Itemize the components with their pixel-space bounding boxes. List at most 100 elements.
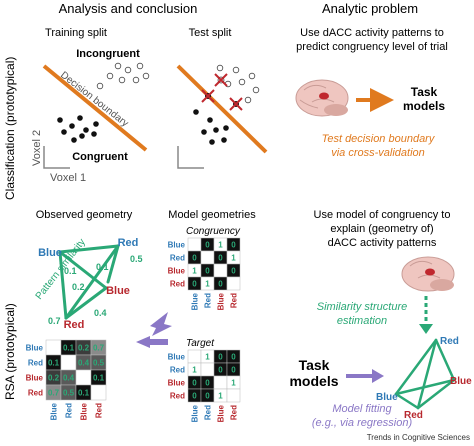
similarity-estimation-2: estimation xyxy=(337,315,387,327)
target-matrix-cell-value: 1 xyxy=(218,392,223,401)
congruency-matrix-cell xyxy=(187,237,202,252)
observed-node-red-top: Red xyxy=(118,237,139,249)
task-models-top-2: models xyxy=(403,99,445,113)
target-matrix-row-label: Blue xyxy=(168,379,186,388)
congruency-matrix-cell xyxy=(226,276,241,291)
purple-arrow-icon xyxy=(150,312,172,336)
header-analytic: Analytic problem xyxy=(322,1,418,16)
observed-matrix-cell-value: 0.5 xyxy=(63,389,75,398)
observed-node-red-bottom: Red xyxy=(64,319,85,331)
open-point xyxy=(132,76,140,84)
edge-label: 0.5 xyxy=(130,254,143,264)
congruency-matrix-cell-value: 0 xyxy=(205,267,210,276)
filled-point xyxy=(57,117,63,123)
cross-mark-icon xyxy=(214,73,228,87)
similarity-estimation-1: Similarity structure xyxy=(317,301,407,313)
cross-mark-icon xyxy=(229,97,243,111)
congruency-matrix-cell-value: 0 xyxy=(231,267,236,276)
small-node-blue-right: Blue xyxy=(450,376,472,387)
voxel2-label: Voxel 2 xyxy=(31,130,43,166)
row-label-rsa: RSA (prototypical) xyxy=(3,303,17,400)
observed-matrix-row-label: Blue xyxy=(26,374,44,383)
purple-arrows xyxy=(136,312,172,348)
congruency-matrix-cell-value: 0 xyxy=(205,241,210,250)
filled-point xyxy=(193,109,199,115)
purple-arrow-icon xyxy=(136,336,168,348)
observed-matrix-cell xyxy=(60,354,77,371)
congruency-matrix-cell-value: 1 xyxy=(205,280,210,289)
voxel1-label: Voxel 1 xyxy=(50,172,86,184)
observed-matrix-cell-value: 0.1 xyxy=(78,389,90,398)
congruency-matrix-col-label: Blue xyxy=(191,292,200,310)
target-matrix-row-label: Blue xyxy=(168,353,186,362)
rsa-analytic-line3: dACC activity patterns xyxy=(328,237,437,249)
observed-node-blue-right: Blue xyxy=(106,285,130,297)
filled-point xyxy=(201,129,207,135)
congruency-matrix-cell-value: 0 xyxy=(218,280,223,289)
target-matrix-cell-value: 0 xyxy=(218,353,223,362)
observed-geometry-title: Observed geometry xyxy=(36,209,133,221)
observed-matrix-row-label: Blue xyxy=(26,344,44,353)
observed-edges xyxy=(58,244,120,320)
target-matrix-cell-value: 0 xyxy=(192,392,197,401)
target-matrix-cell-value: 1 xyxy=(205,353,210,362)
test-open-points xyxy=(216,64,260,104)
congruency-matrix-cell-value: 1 xyxy=(192,267,197,276)
target-matrix-row-label: Red xyxy=(170,366,185,375)
open-point xyxy=(124,66,132,74)
edge-label: 0.4 xyxy=(94,308,107,318)
target-matrix-cell xyxy=(200,362,215,377)
observed-matrix-row-label: Red xyxy=(28,389,43,398)
observed-edge-labels: 0.1 0.2 0.5 0.4 0.7 0.1 xyxy=(48,254,143,326)
open-point xyxy=(238,78,246,86)
edge-label: 0.1 xyxy=(96,262,109,272)
filled-point xyxy=(61,129,67,135)
observed-matrix-col-label: Blue xyxy=(50,402,59,420)
target-matrix-cell-value: 0 xyxy=(205,392,210,401)
filled-point xyxy=(209,139,215,145)
brain-icon xyxy=(401,256,455,292)
congruency-matrix-cell-value: 1 xyxy=(218,241,223,250)
target-matrix-cell-value: 0 xyxy=(231,353,236,362)
observed-matrix-cell-value: 0.1 xyxy=(93,374,105,383)
observed-matrix-col-label: Red xyxy=(95,403,104,418)
cross-mark-icon xyxy=(201,89,215,103)
target-matrix-col-label: Red xyxy=(230,405,239,420)
training-open-points xyxy=(96,62,150,90)
small-node-blue-left: Blue xyxy=(376,392,398,403)
open-point xyxy=(252,86,260,94)
filled-point xyxy=(83,127,89,133)
filled-point xyxy=(223,125,229,131)
open-point xyxy=(244,96,252,104)
observed-matrix-row-label: Red xyxy=(28,359,43,368)
green-arrow-head-icon xyxy=(419,324,433,334)
open-point xyxy=(216,64,224,72)
target-matrix-cell-value: 0 xyxy=(231,366,236,375)
congruency-matrix-cell xyxy=(213,263,228,278)
congruency-matrix-col-label: Blue xyxy=(217,292,226,310)
target-matrix-col-label: Red xyxy=(204,405,213,420)
decision-boundary-line xyxy=(42,64,148,152)
observed-matrix-cell xyxy=(90,384,107,401)
observed-node-blue-top: Blue xyxy=(38,247,62,259)
fitting-text-2: (e.g., via regression) xyxy=(312,417,413,429)
open-point xyxy=(136,62,144,70)
open-point xyxy=(118,76,126,84)
small-network-edges xyxy=(394,338,456,410)
training-filled-points xyxy=(57,115,99,143)
filled-point xyxy=(69,123,75,129)
rsa-analytic-line2: explain (geometry of) xyxy=(330,223,433,235)
filled-point xyxy=(79,133,85,139)
open-point xyxy=(114,62,122,70)
congruency-matrix-col-label: Red xyxy=(230,293,239,308)
task-models-bottom-1: Task xyxy=(299,357,330,373)
target-matrix-cell-value: 0 xyxy=(205,379,210,388)
observed-matrix-col-label: Red xyxy=(65,403,74,418)
test-boundary-text-2: via cross-validation xyxy=(331,147,425,159)
target-matrix-cell xyxy=(226,388,241,403)
congruency-matrix-row-label: Red xyxy=(170,280,185,289)
